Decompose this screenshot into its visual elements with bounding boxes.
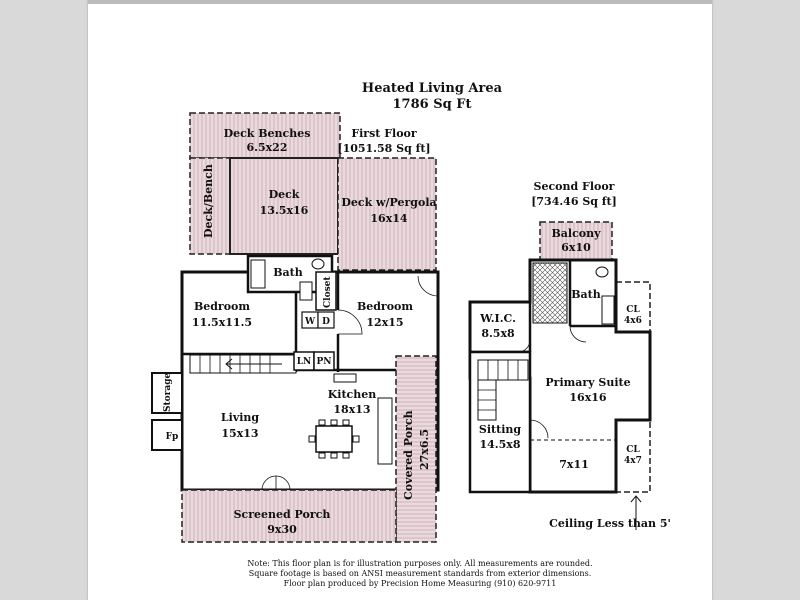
covered-porch-label: Covered Porch — [402, 410, 415, 500]
footer-note-2: Square footage is based on ANSI measurem… — [249, 569, 591, 578]
first-floor-title: First Floor — [351, 127, 417, 140]
bedroom-right-label: Bedroom — [357, 300, 413, 313]
balcony-dims: 6x10 — [561, 241, 591, 254]
washer-label: W — [304, 317, 316, 327]
ceiling-arrow-icon — [630, 495, 642, 530]
deck-area — [229, 157, 339, 255]
dryer-label: D — [322, 317, 330, 327]
low-area-dims: 7x11 — [559, 458, 589, 471]
sitting-label: Sitting — [479, 423, 521, 436]
dryer-box — [317, 311, 335, 329]
deck-pergola-area — [337, 157, 437, 271]
fireplace-label: Fp — [166, 432, 179, 442]
closet-bottom-label: CL — [626, 445, 640, 455]
screened-porch-label: Screened Porch — [234, 508, 331, 521]
screened-porch-dims: 9x30 — [267, 523, 297, 536]
wic-dims: 8.5x8 — [481, 327, 515, 340]
deck-benches-label: Deck Benches — [224, 127, 311, 140]
screened-porch-area — [181, 489, 397, 543]
second-floor: Second Floor [734.46 Sq ft] — [468, 180, 671, 530]
ceiling-note: Ceiling Less than 5' — [549, 517, 671, 530]
bedroom-left-label: Bedroom — [194, 300, 250, 313]
second-floor-area: [734.46 Sq ft] — [531, 195, 617, 208]
primary-suite-label: Primary Suite — [545, 376, 630, 389]
kitchen-label: Kitchen — [328, 388, 377, 401]
upper-toilet-icon — [595, 266, 609, 278]
deck-dims: 13.5x16 — [260, 204, 309, 217]
deck-label: Deck — [269, 188, 300, 201]
storage-box — [151, 372, 183, 414]
first-floor: W D Closet LN PN Storage Fp — [151, 112, 440, 543]
bedroom-right-dims: 12x15 — [366, 316, 403, 329]
chairs-icon — [308, 419, 360, 459]
pantry-label: PN — [317, 357, 332, 367]
sink-icon — [299, 281, 313, 301]
deck-bench-label: Deck/Bench — [202, 164, 215, 238]
bedroom-left-dims: 11.5x11.5 — [192, 316, 252, 329]
deck-bench-area — [189, 157, 231, 255]
linen-label: LN — [297, 357, 312, 367]
upper-bath-label: Bath — [571, 288, 601, 301]
plan-title: Heated Living Area — [362, 81, 503, 96]
primary-suite-dims: 16x16 — [569, 391, 607, 404]
closet-label: Closet — [323, 276, 333, 308]
covered-porch-area — [395, 355, 437, 543]
kitchen-appliance — [333, 373, 357, 383]
deck-pergola-dims: 16x14 — [370, 212, 408, 225]
closet-bottom-dims: 4x7 — [624, 456, 642, 466]
footer-note-1: Note: This floor plan is for illustratio… — [247, 559, 592, 568]
storage-label: Storage — [163, 372, 173, 412]
deck-benches-dims: 6.5x22 — [246, 141, 287, 154]
dining-table-icon — [315, 425, 353, 453]
closet-bottom-box — [615, 419, 651, 493]
stairs-arrow-icon — [225, 358, 282, 370]
fireplace-box — [151, 419, 183, 451]
upper-vanity-icon — [601, 295, 615, 325]
closet-box — [315, 271, 337, 311]
deck-benches-area — [189, 112, 341, 159]
plan-total-area: 1786 Sq Ft — [393, 97, 472, 112]
living-label: Living — [221, 411, 259, 424]
pantry-box — [313, 351, 335, 371]
toilet-icon — [311, 258, 325, 270]
sheet-edge — [88, 0, 712, 4]
deck-pergola-label: Deck w/Pergola — [341, 196, 436, 209]
second-floor-title: Second Floor — [534, 180, 615, 193]
balcony-label: Balcony — [551, 227, 601, 240]
bathtub-icon — [250, 259, 266, 289]
closet-top-label: CL — [626, 305, 640, 315]
closet-top-box — [615, 281, 651, 333]
covered-porch-dims: 27x6.5 — [418, 429, 431, 470]
kitchen-counter — [377, 397, 393, 465]
bath-label: Bath — [273, 266, 303, 279]
sitting-dims: 14.5x8 — [479, 438, 520, 451]
kitchen-dims: 18x13 — [333, 403, 370, 416]
first-floor-area: [1051.58 Sq ft] — [337, 142, 430, 155]
upper-stairs — [477, 359, 529, 381]
closet-top-dims: 4x6 — [624, 316, 642, 326]
wic-label: W.I.C. — [479, 312, 516, 325]
shower-icon — [532, 262, 568, 324]
footer-note-3: Floor plan produced by Precision Home Me… — [284, 579, 557, 588]
living-dims: 15x13 — [221, 427, 258, 440]
